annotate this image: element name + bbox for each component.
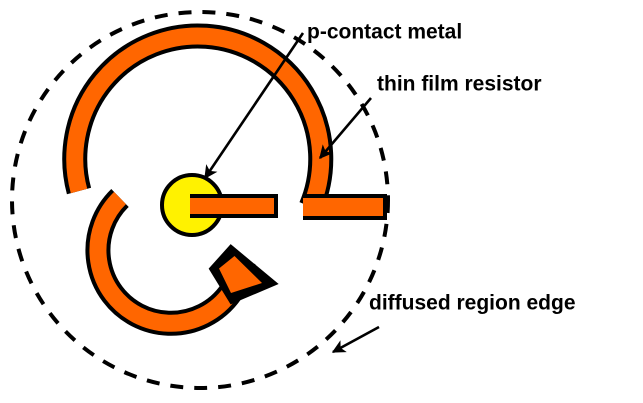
annotation-leaders (203, 32, 380, 354)
inner-arm-tip-fill (219, 256, 262, 293)
terminal-tab-fill (303, 198, 383, 216)
thin-film-resistor-leader (319, 97, 372, 160)
center-connector-bar-over-contact-fill (190, 198, 274, 214)
p-contact-metal-leader (203, 32, 305, 180)
inner-spiral-band-fill (89, 191, 252, 332)
diffused-region-edge-circle (10, 10, 390, 390)
outer-spiral-band-fill (66, 27, 330, 211)
thin-film-resistor-shape (62, 23, 387, 336)
label-p-contact-metal: p-contact metal (307, 20, 462, 43)
diffused-region-edge-leader (331, 325, 380, 354)
label-thin-film-resistor: thin film resistor (377, 72, 542, 95)
label-diffused-region-edge: diffused region edge (369, 291, 576, 314)
